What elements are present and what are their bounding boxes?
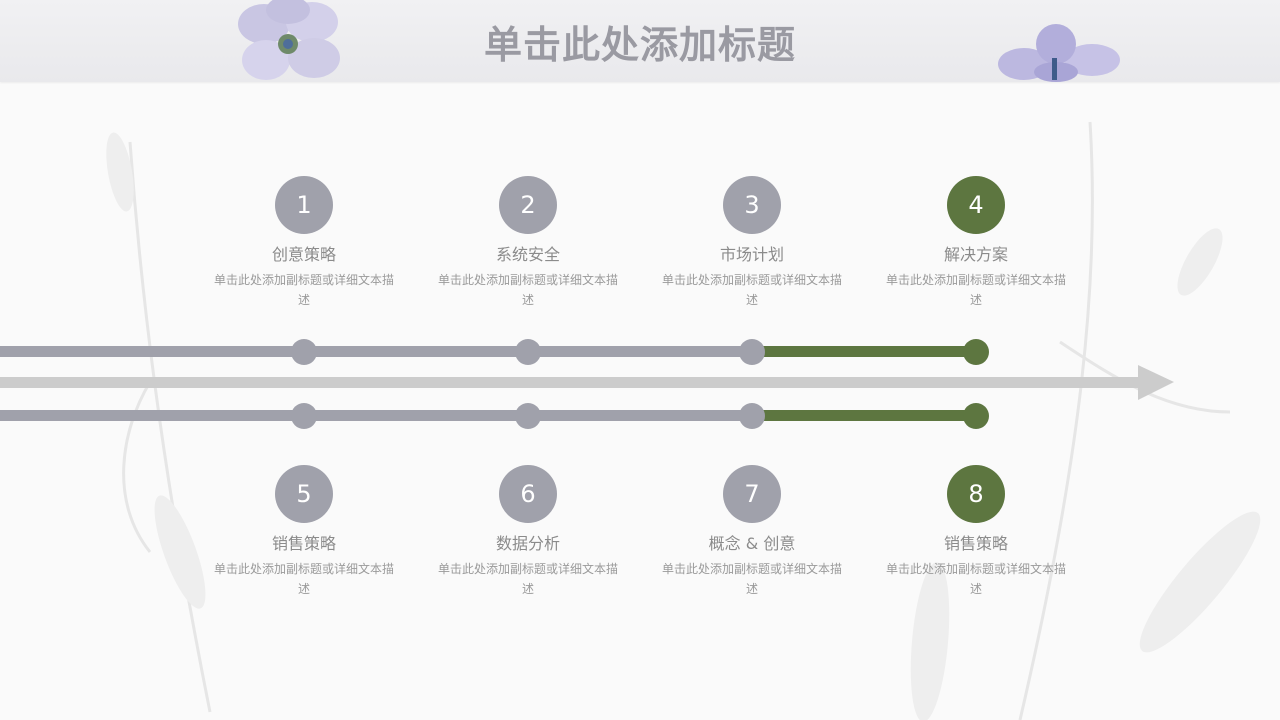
step-title[interactable]: 数据分析 [495, 534, 560, 553]
timeline-arrow-shaft [0, 377, 1145, 388]
step-number-circle: 8 [947, 465, 1005, 523]
step-number-circle: 1 [275, 176, 333, 234]
step-description[interactable]: 单击此处添加副标题或详细文本描述 [662, 562, 843, 596]
step-description[interactable]: 单击此处添加副标题或详细文本描述 [662, 273, 843, 307]
step-number-circle: 7 [723, 465, 781, 523]
step-title[interactable]: 创意策略 [271, 245, 336, 264]
top-track-dot-1 [291, 339, 317, 365]
step-3: 3 市场计划 单击此处添加副标题或详细文本描述 [662, 176, 842, 310]
bottom-track-dot-3 [739, 403, 765, 429]
step-6: 6 数据分析 单击此处添加副标题或详细文本描述 [438, 465, 618, 599]
step-number-circle: 5 [275, 465, 333, 523]
step-number-circle: 6 [499, 465, 557, 523]
flower-right-icon [998, 24, 1120, 82]
step-5: 5 销售策略 单击此处添加副标题或详细文本描述 [214, 465, 394, 599]
flower-left-icon [238, 0, 340, 80]
step-description[interactable]: 单击此处添加副标题或详细文本描述 [886, 562, 1067, 596]
step-title[interactable]: 市场计划 [719, 245, 784, 264]
step-number-circle: 2 [499, 176, 557, 234]
step-description[interactable]: 单击此处添加副标题或详细文本描述 [214, 273, 395, 307]
bottom-track-dot-4 [963, 403, 989, 429]
step-description[interactable]: 单击此处添加副标题或详细文本描述 [438, 562, 619, 596]
bottom-track-gray [0, 410, 752, 421]
step-description[interactable]: 单击此处添加副标题或详细文本描述 [438, 273, 619, 307]
bottom-track-dot-1 [291, 403, 317, 429]
timeline-arrow-head [1138, 365, 1174, 400]
page-title[interactable]: 单击此处添加标题 [483, 23, 796, 67]
top-track-green [752, 346, 976, 357]
bottom-track-dot-2 [515, 403, 541, 429]
step-description[interactable]: 单击此处添加副标题或详细文本描述 [214, 562, 395, 596]
step-title[interactable]: 销售策略 [943, 534, 1008, 553]
background-plants-illustration [106, 121, 1261, 720]
step-number-circle: 4 [947, 176, 1005, 234]
step-2: 2 系统安全 单击此处添加副标题或详细文本描述 [438, 176, 618, 310]
step-title[interactable]: 解决方案 [943, 245, 1008, 264]
step-number-circle: 3 [723, 176, 781, 234]
bottom-track-green [752, 410, 976, 421]
step-8: 8 销售策略 单击此处添加副标题或详细文本描述 [886, 465, 1066, 599]
top-track-dot-4 [963, 339, 989, 365]
step-title[interactable]: 概念 & 创意 [708, 534, 796, 553]
step-description[interactable]: 单击此处添加副标题或详细文本描述 [886, 273, 1067, 307]
top-track-dot-3 [739, 339, 765, 365]
top-track-gray [0, 346, 752, 357]
step-4: 4 解决方案 单击此处添加副标题或详细文本描述 [886, 176, 1066, 310]
top-track-dot-2 [515, 339, 541, 365]
step-7: 7 概念 & 创意 单击此处添加副标题或详细文本描述 [662, 465, 842, 599]
step-title[interactable]: 销售策略 [271, 534, 336, 553]
step-1: 1 创意策略 单击此处添加副标题或详细文本描述 [214, 176, 394, 310]
step-title[interactable]: 系统安全 [495, 245, 560, 264]
